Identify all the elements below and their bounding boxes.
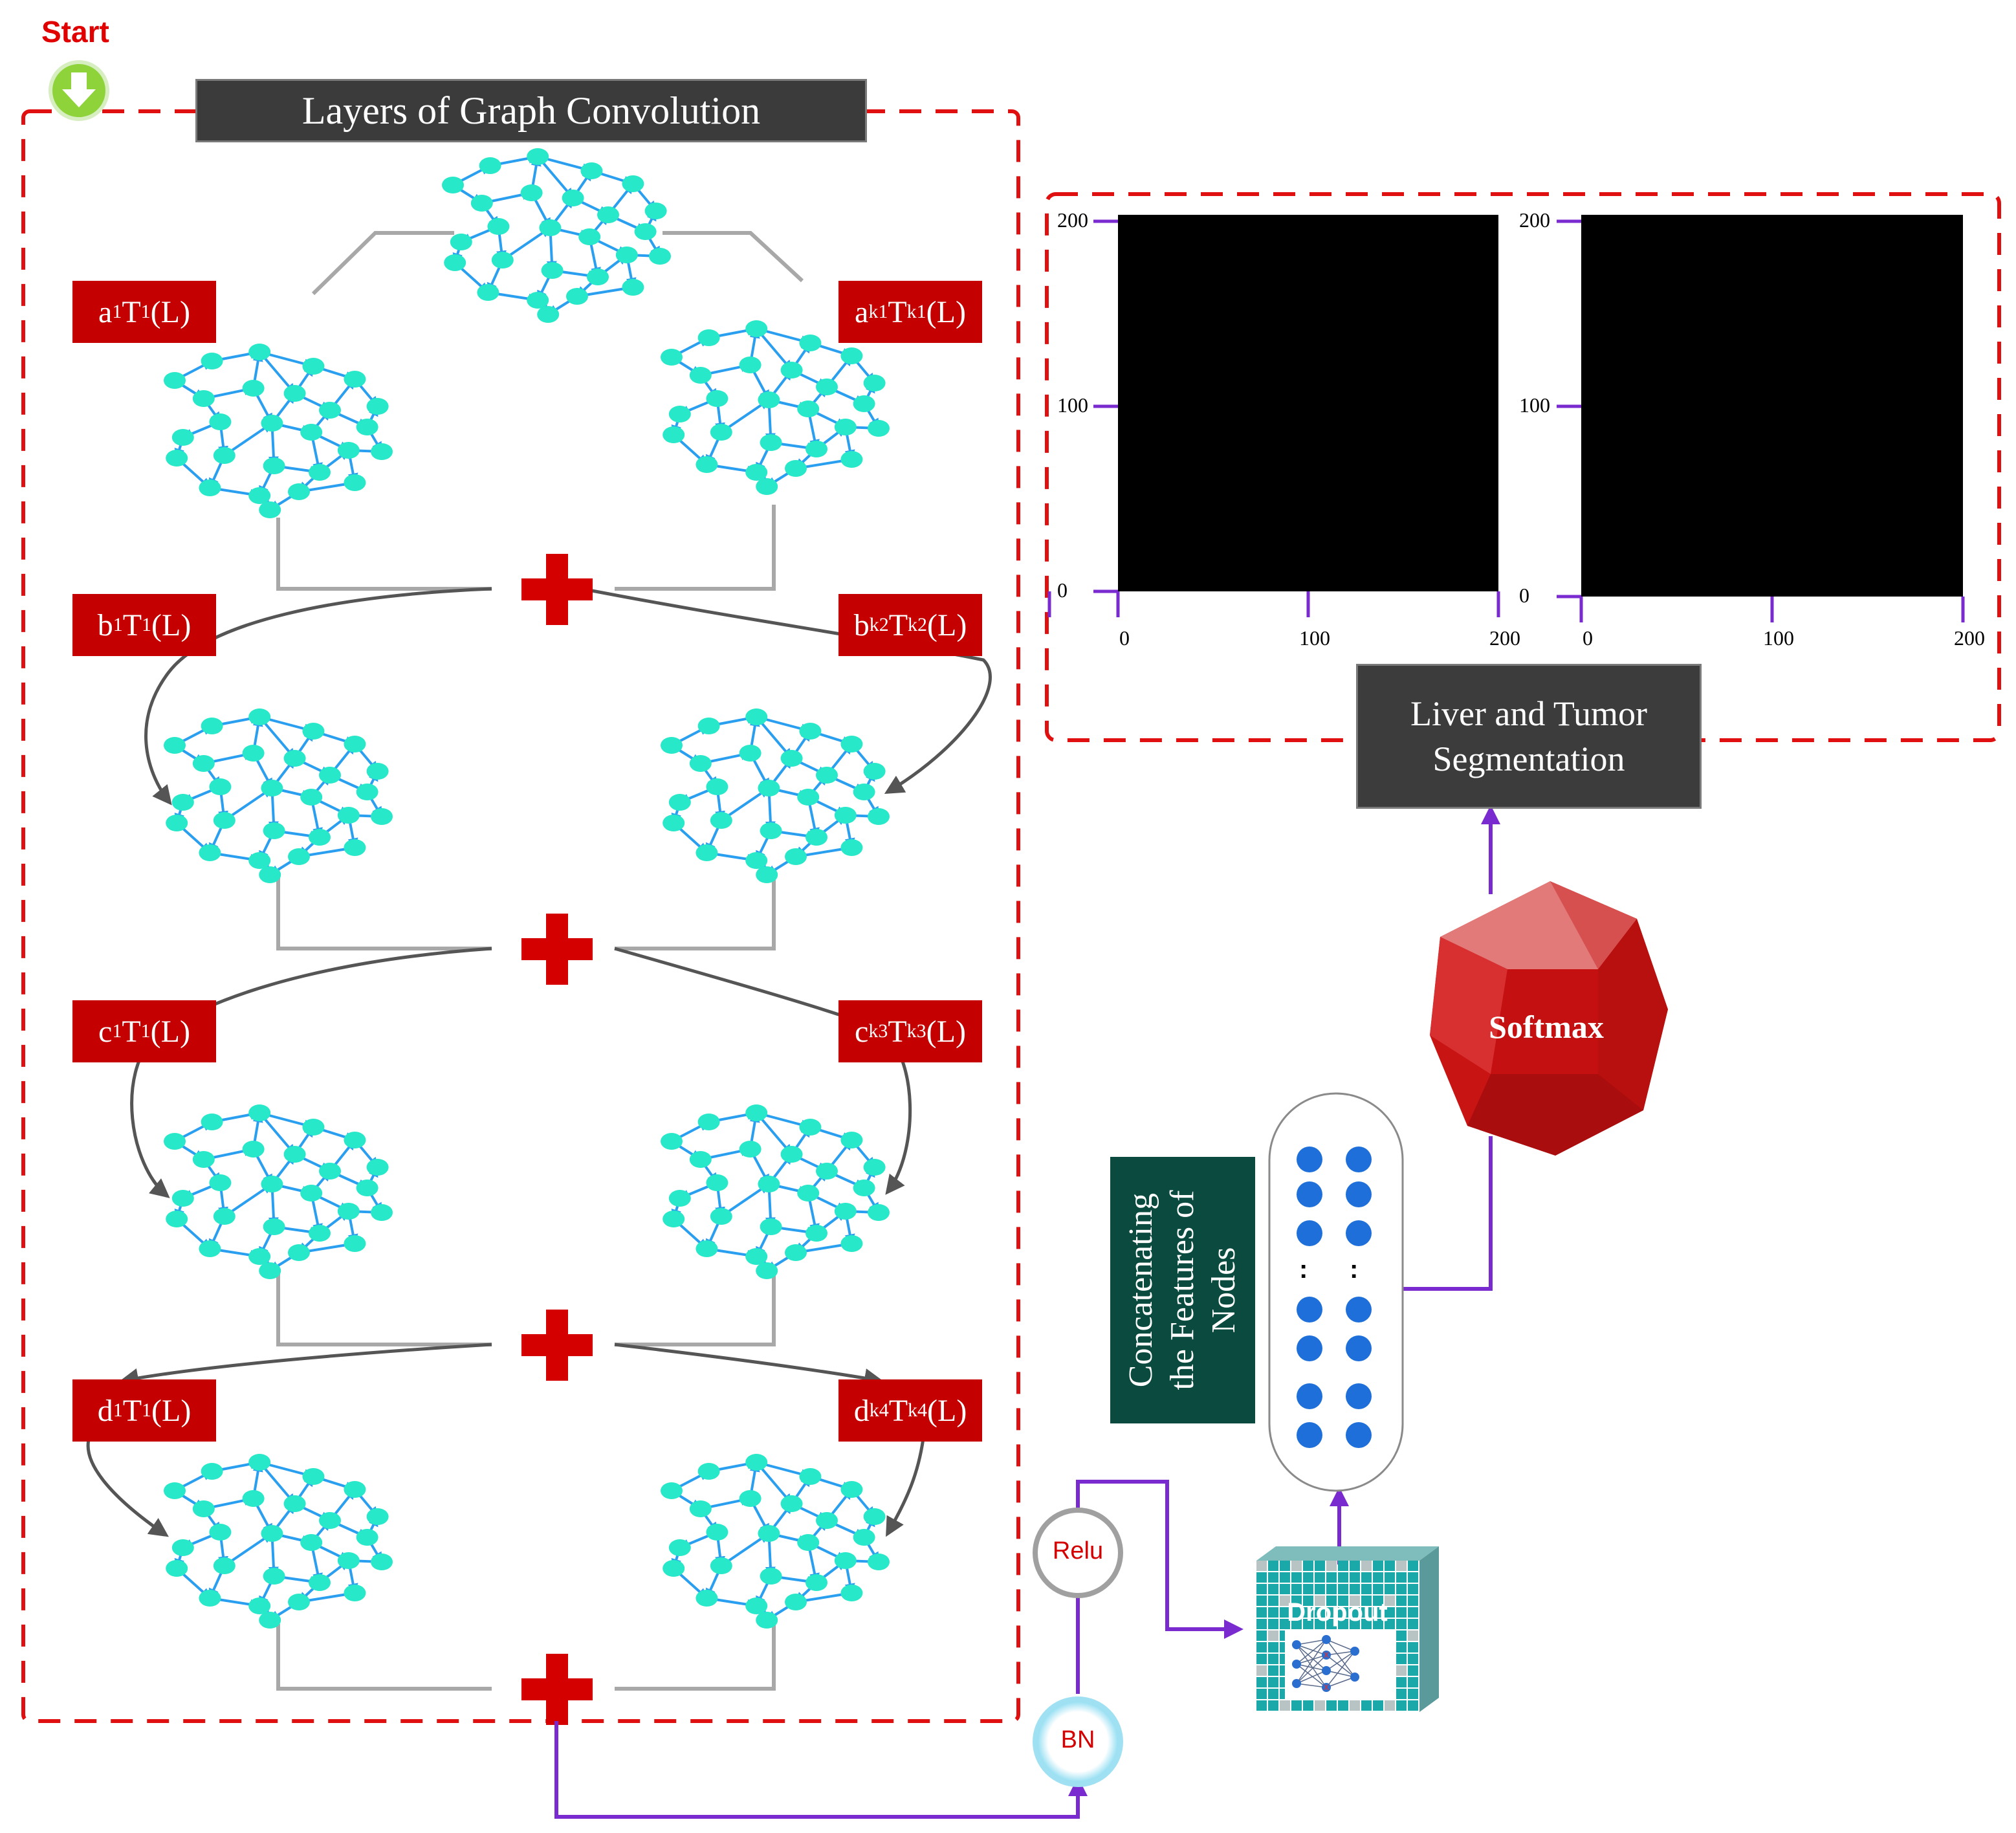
- y-tick-label: 200: [1057, 208, 1088, 232]
- x-tick-label: 200: [1489, 626, 1520, 650]
- dropout-block: xx: [1256, 1546, 1439, 1712]
- segmentation-axes: [1047, 219, 1965, 622]
- relu-node: [1033, 1508, 1123, 1598]
- graph-top: [442, 148, 671, 323]
- y-tick-label: 100: [1057, 393, 1088, 417]
- tumor-mask-plot: [1581, 215, 1963, 597]
- graph-networks: [164, 148, 890, 1629]
- plus-icon-1: [521, 554, 593, 625]
- x-tick-label: 0: [1119, 626, 1130, 650]
- plus-icon-3: [521, 1310, 593, 1381]
- feature-ellipsis-left: :: [1299, 1255, 1308, 1284]
- graph-row2-right: [661, 708, 890, 883]
- svg-text:x: x: [1324, 1682, 1329, 1693]
- bn-node: [1033, 1696, 1123, 1787]
- start-label: Start: [41, 15, 109, 49]
- relu-label: Relu: [1052, 1537, 1104, 1564]
- liver-mask-plot: [1118, 215, 1498, 591]
- segmentation-line-2: Segmentation: [1432, 740, 1625, 778]
- svg-text:x: x: [1324, 1649, 1329, 1660]
- features-capsule: [1268, 1092, 1404, 1492]
- graph-row1-right: [661, 320, 890, 495]
- concat-line-2: the Features of: [1164, 1190, 1201, 1390]
- concat-line-1: Concatenating: [1123, 1192, 1159, 1388]
- concat-line-3: Nodes: [1205, 1247, 1242, 1334]
- segmentation-line-1: Liver and Tumor: [1410, 694, 1647, 733]
- softmax-icon: [1430, 881, 1668, 1156]
- start-icon[interactable]: [49, 60, 109, 121]
- y-tick-label: 100: [1519, 393, 1550, 417]
- plus-signs: [521, 554, 593, 1725]
- feature-node-dots: [1297, 1147, 1372, 1448]
- graph-row2-left: [164, 708, 393, 883]
- connector-top-right: [663, 231, 804, 283]
- feature-ellipsis-right: :: [1350, 1255, 1359, 1284]
- bn-label: BN: [1060, 1726, 1095, 1753]
- softmax-label: Softmax: [1489, 1009, 1604, 1045]
- plus-icon-2: [521, 914, 593, 985]
- dropout-label: Dropout: [1287, 1598, 1388, 1627]
- gc-dashed-frame: [21, 109, 1020, 1723]
- plus-icon-4: [521, 1654, 593, 1725]
- row-connectors: [276, 505, 776, 1691]
- concat-features-label: Concatenating the Features of Nodes: [1110, 1157, 1255, 1423]
- graph-row4-right: [661, 1454, 890, 1629]
- x-tick-label: 200: [1954, 626, 1985, 650]
- graph-row3-right: [661, 1104, 890, 1279]
- graph-row4-left: [164, 1454, 393, 1629]
- y-tick-label: 200: [1519, 208, 1550, 232]
- segmentation-label: Liver and Tumor Segmentation: [1356, 664, 1702, 809]
- y-tick-label: 0: [1519, 584, 1529, 607]
- graph-row3-left: [164, 1104, 393, 1279]
- x-tick-label: 100: [1763, 626, 1794, 650]
- gc-title: Layers of Graph Convolution: [195, 79, 867, 142]
- x-tick-label: 100: [1299, 626, 1330, 650]
- x-tick-label: 0: [1583, 626, 1593, 650]
- graph-row1-left: [164, 344, 393, 518]
- connector-top-left: [311, 231, 454, 296]
- y-tick-label: 0: [1057, 578, 1068, 602]
